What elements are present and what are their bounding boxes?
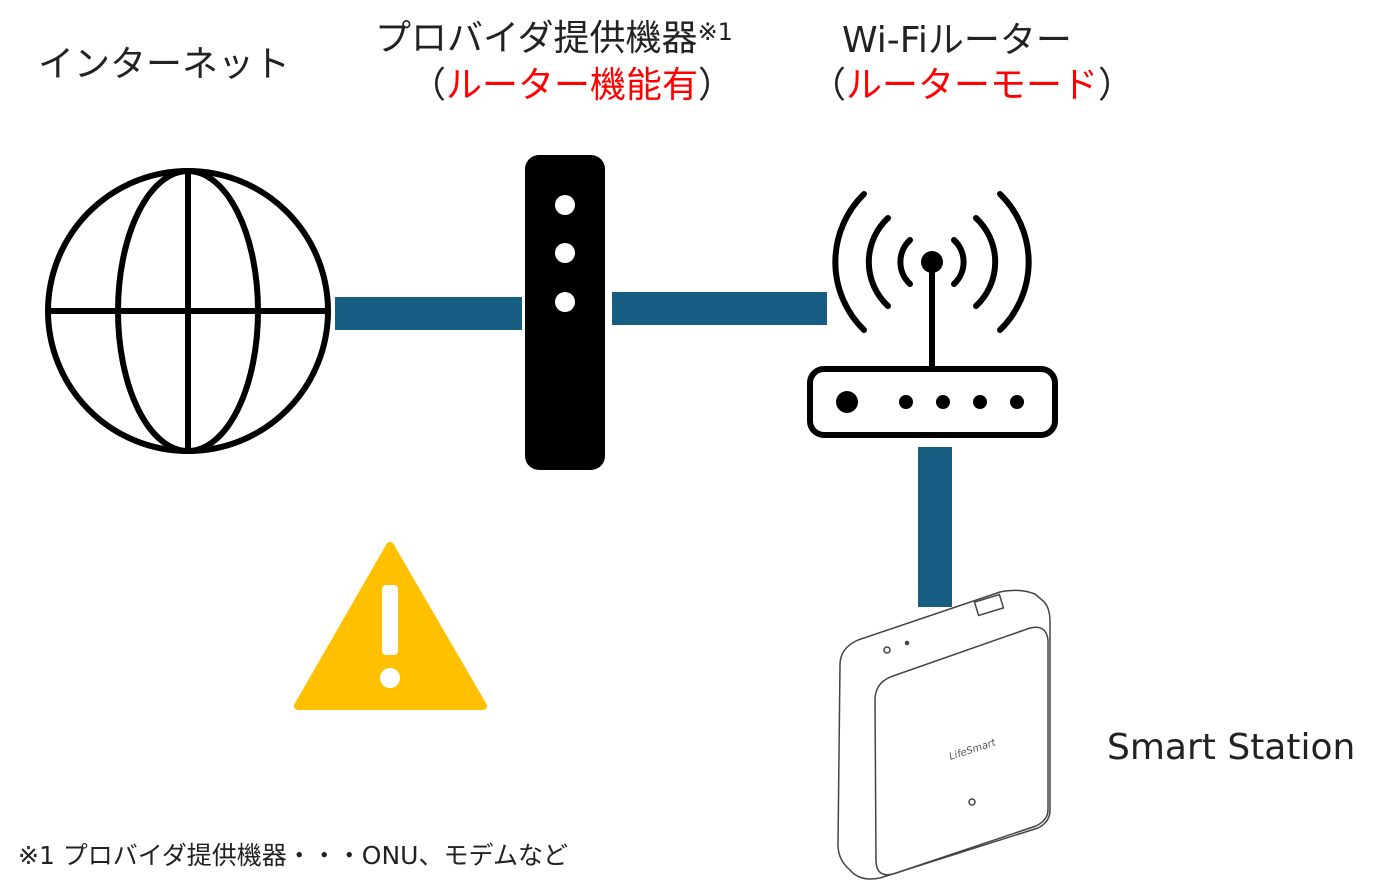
wifi-router-mode-label: （ルーターモード） <box>810 65 1134 106</box>
smart-station-label: Smart Station <box>1107 727 1355 768</box>
footnote: ※1 プロバイダ提供機器・・・ONU、モデムなど <box>18 841 568 870</box>
wifi-router-icon <box>807 191 1058 438</box>
cable-internet-provider <box>335 297 522 330</box>
provider-mode-label: （ルーター機能有） <box>410 65 734 106</box>
cable-router-station <box>918 447 952 607</box>
provider-device-label: プロバイダ提供機器※1 <box>375 18 733 59</box>
wifi-router-label: Wi-Fiルーター <box>842 20 1072 61</box>
globe-icon <box>45 168 331 454</box>
warning-icon <box>294 542 487 710</box>
cable-provider-router <box>612 292 827 325</box>
modem-icon <box>525 155 605 470</box>
smart-station-device: LifeSmart <box>837 589 1051 880</box>
internet-label: インターネット <box>38 44 290 85</box>
